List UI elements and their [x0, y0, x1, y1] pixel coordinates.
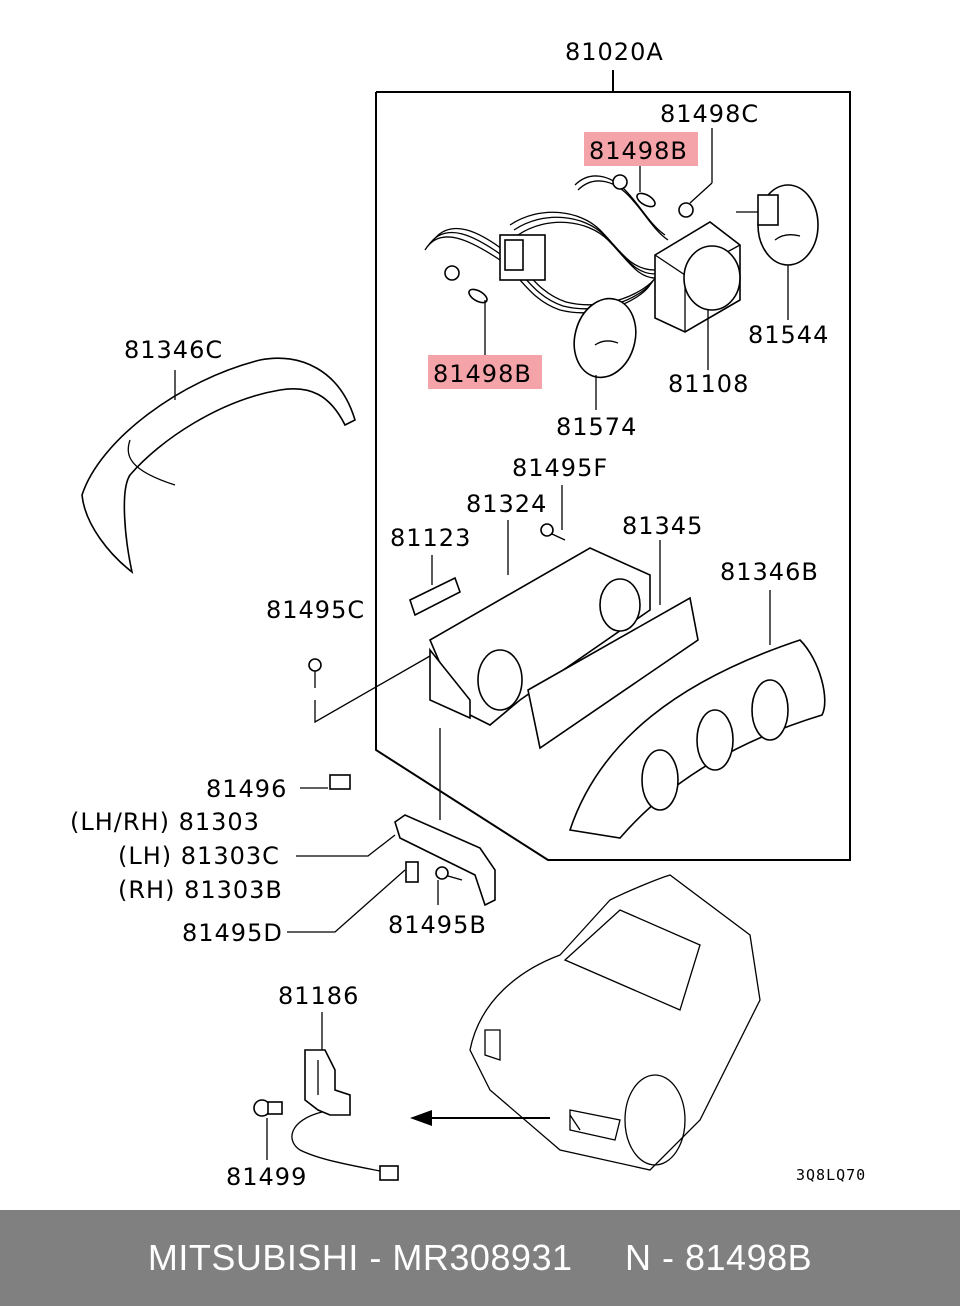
label-81495B: 81495B — [388, 911, 487, 939]
footer-bar: MITSUBISHI - MR308931 N - 81498B — [0, 1210, 960, 1306]
hood-81346B — [568, 590, 826, 839]
label-81303C: (LH) 81303C — [118, 842, 280, 870]
screw-81495C — [308, 655, 431, 724]
label-81574: 81574 — [556, 413, 637, 441]
label-81345: 81345 — [622, 512, 703, 540]
label-81303: (LH/RH) 81303 — [70, 808, 260, 836]
diagram-code: 3Q8LQ70 — [796, 1166, 866, 1184]
label-81123: 81123 — [390, 524, 471, 552]
bulb-81498B — [468, 192, 656, 304]
label-81495F: 81495F — [512, 454, 608, 482]
label-81544: 81544 — [748, 321, 829, 349]
label-81499: 81499 — [226, 1163, 307, 1191]
wiring-harness — [424, 174, 669, 314]
label-81346B: 81346B — [720, 558, 819, 586]
highlight-81498B-top — [584, 132, 698, 166]
sensor-81186 — [291, 1012, 399, 1181]
label-81324: 81324 — [466, 490, 547, 518]
hood-81346C — [81, 357, 356, 574]
bolt-81499 — [253, 1099, 283, 1160]
vehicle-illustration — [469, 874, 761, 1171]
label-81495D: 81495D — [182, 919, 283, 947]
label-81020A: 81020A — [565, 38, 664, 66]
label-81346C: 81346C — [124, 336, 223, 364]
pad-81123 — [409, 555, 461, 617]
gauge-face-81544 — [736, 184, 819, 320]
highlight-81498B-left — [428, 355, 542, 389]
label-81186: 81186 — [278, 982, 359, 1010]
label-81108: 81108 — [668, 370, 749, 398]
bulb-81498C — [678, 128, 713, 218]
label-81303B: (RH) 81303B — [118, 876, 283, 904]
bolt-81495B — [435, 866, 463, 905]
parts-diagram: 81020A 81498C 81498B 81498B — [70, 38, 866, 1191]
gauge-face-81574 — [573, 297, 637, 410]
label-81496: 81496 — [206, 775, 287, 803]
bolt-81495D — [287, 861, 419, 933]
part-number-caption: MITSUBISHI - MR308931 N - 81498B — [147, 1237, 813, 1278]
label-81498B-top: 81498B — [589, 137, 688, 165]
label-81498C: 81498C — [660, 100, 759, 128]
bracket-81303 — [296, 728, 496, 907]
case-81324 — [428, 520, 651, 726]
gauge-81108 — [654, 221, 741, 370]
direction-arrow — [410, 1110, 550, 1126]
label-81498B-left: 81498B — [433, 360, 532, 388]
panel-81345 — [527, 540, 699, 750]
clip-81496 — [300, 774, 351, 790]
screw-81495F — [540, 485, 566, 541]
label-81495C: 81495C — [266, 596, 365, 624]
assembly-frame — [375, 70, 851, 861]
